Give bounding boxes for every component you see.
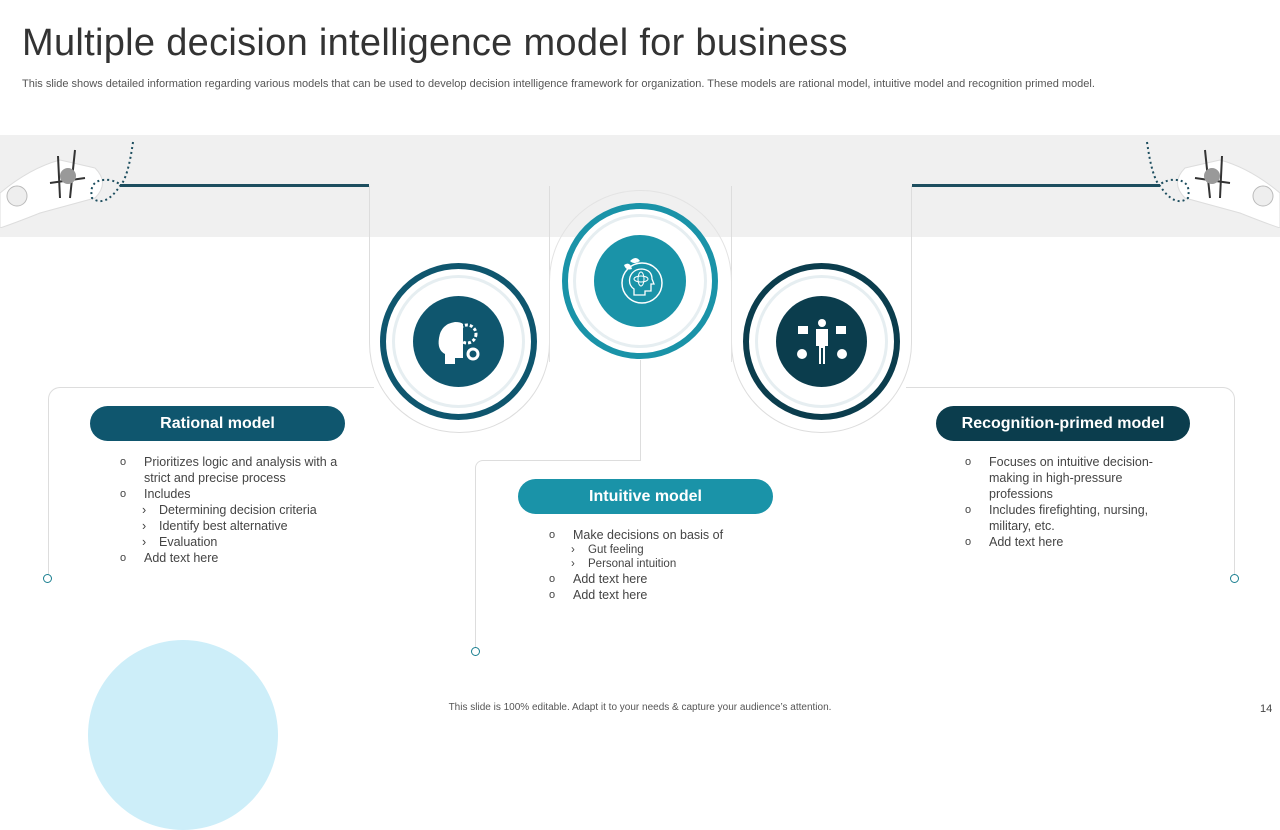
head-atom-icon	[594, 235, 686, 327]
intuitive-circle	[562, 203, 718, 359]
robot-hand-right-icon	[1146, 141, 1280, 228]
slide-title: Multiple decision intelligence model for…	[22, 22, 848, 64]
connector-line-right	[912, 184, 1160, 187]
list-item: Add text here	[549, 571, 769, 587]
rational-list: Prioritizes logic and analysis with a st…	[120, 454, 350, 566]
dot-marker	[1230, 574, 1239, 583]
dot-marker	[43, 574, 52, 583]
box-right-line	[906, 387, 1235, 579]
list-item: Evaluation	[120, 534, 350, 550]
dot-marker	[471, 647, 480, 656]
footer-note: This slide is 100% editable. Adapt it to…	[448, 702, 832, 713]
list-item: Personal intuition	[549, 557, 769, 571]
intuitive-list: Make decisions on basis of Gut feeling P…	[549, 527, 769, 603]
list-item: Includes	[120, 486, 350, 502]
connector-line-left	[120, 184, 369, 187]
rational-model-label: Rational model	[90, 406, 345, 441]
list-item: Identify best alternative	[120, 518, 350, 534]
recognition-list: Focuses on intuitive decision-making in …	[965, 454, 1180, 550]
frame-middle	[549, 190, 732, 362]
intuitive-model-label: Intuitive model	[518, 479, 773, 514]
recognition-circle	[743, 263, 900, 420]
robot-hand-left-icon	[0, 141, 134, 228]
slide-subtitle: This slide shows detailed information re…	[22, 78, 1095, 90]
list-item: Add text here	[965, 534, 1180, 550]
list-item: Focuses on intuitive decision-making in …	[965, 454, 1180, 502]
head-gears-icon	[413, 296, 504, 387]
recognition-model-label: Recognition-primed model	[936, 406, 1190, 441]
list-item: Make decisions on basis of	[549, 527, 769, 543]
list-item: Add text here	[549, 587, 769, 603]
decorative-circle	[88, 640, 278, 830]
list-item: Includes firefighting, nursing, military…	[965, 502, 1180, 534]
list-item: Prioritizes logic and analysis with a st…	[120, 454, 350, 486]
list-item: Gut feeling	[549, 543, 769, 557]
page-number: 14	[1260, 703, 1273, 715]
list-item: Determining decision criteria	[120, 502, 350, 518]
rational-circle	[380, 263, 537, 420]
box-middle-line	[475, 460, 641, 652]
box-left-line	[48, 387, 374, 579]
list-item: Add text here	[120, 550, 350, 566]
person-applause-icon	[776, 296, 867, 387]
